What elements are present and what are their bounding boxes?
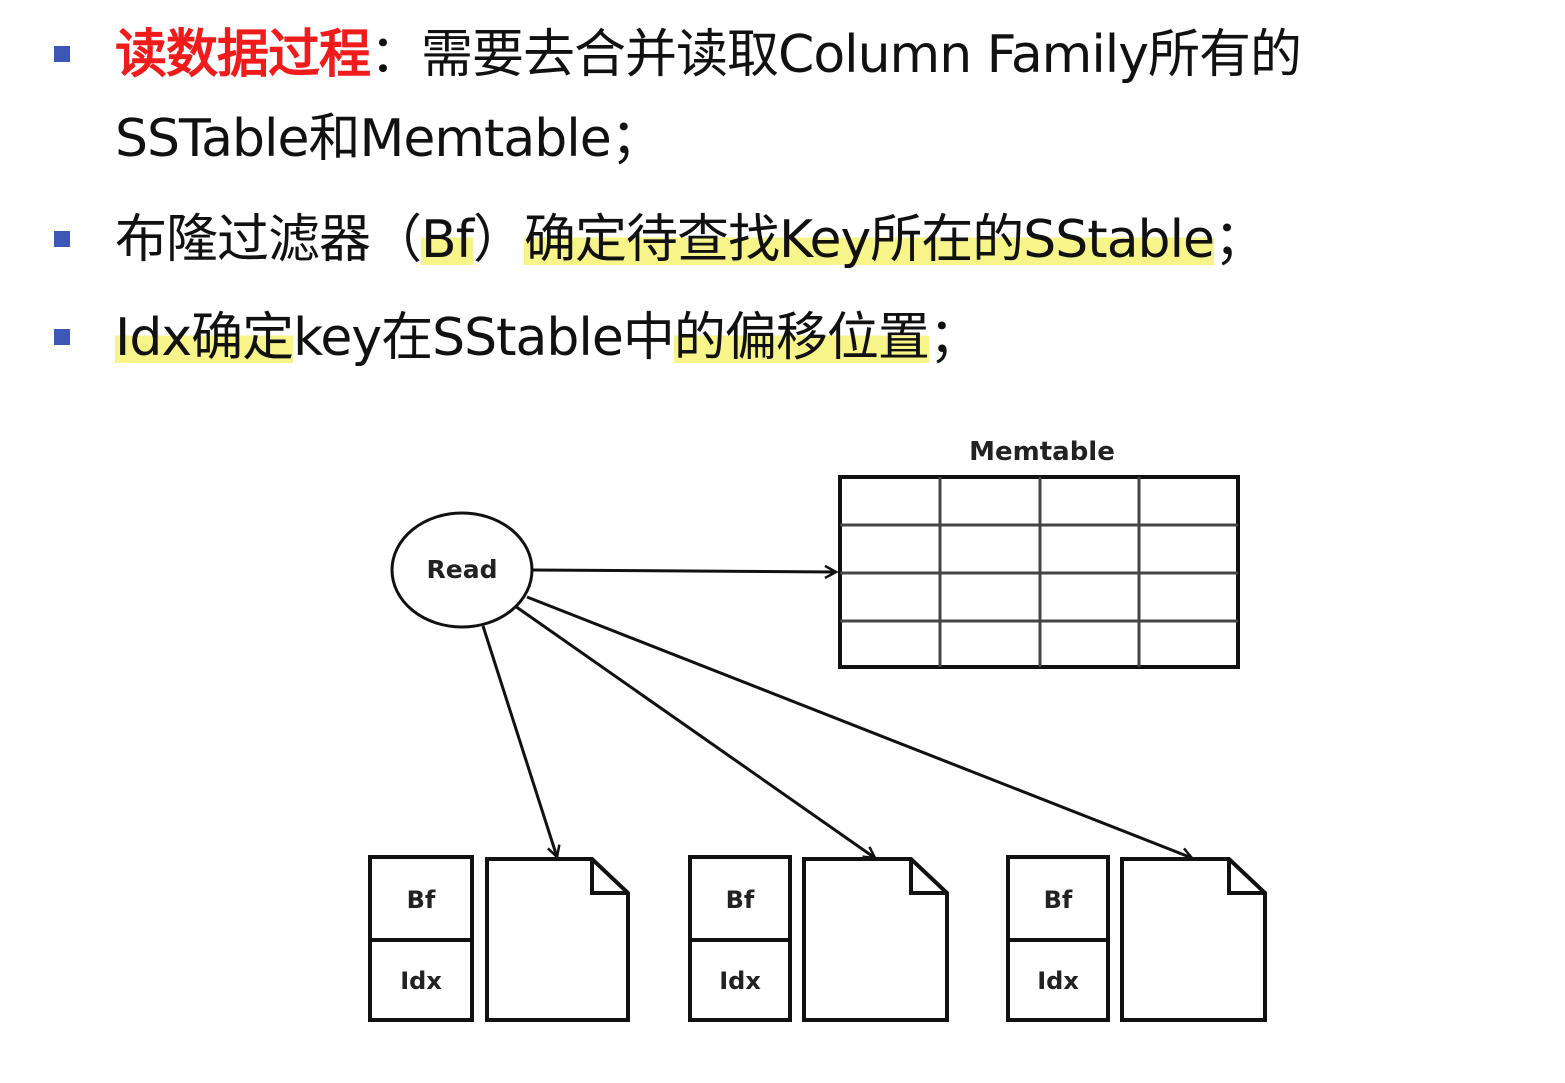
index-box [1006, 938, 1110, 1022]
bullet-3-line: Idx确定key在SStable中的偏移位置； [115, 303, 981, 373]
bullet-3-highlight-a: Idx确定 [115, 308, 294, 368]
bullet-2-highlight-b: 确定待查找Key所在的SStable [524, 210, 1215, 270]
idx-label: Idx [1037, 967, 1079, 995]
index-box [368, 938, 474, 1022]
sstable-group: Bf Idx [368, 855, 630, 1022]
memtable-label: Memtable [969, 437, 1115, 467]
index-box [688, 938, 792, 1022]
bloom-filter-box [688, 855, 792, 942]
sstable-group: Bf Idx [688, 855, 949, 1022]
sstable-group: Bf Idx [1006, 855, 1267, 1022]
bullet-marker [54, 46, 70, 62]
bf-label: Bf [407, 886, 436, 914]
read-node: Read [390, 511, 534, 629]
memtable-grid [838, 475, 1240, 669]
bullet-3-text-a: key在SStable中 [293, 308, 675, 368]
bullet-list: 读数据过程：需要去合并读取Column Family所有的 SSTable和Me… [0, 0, 1565, 390]
arrow-to-sstable-2 [514, 604, 875, 858]
bullet-3-text-b: ； [928, 308, 981, 368]
bloom-filter-box [368, 855, 474, 942]
arrow-to-sstable-1 [481, 625, 557, 857]
bf-label: Bf [1044, 886, 1073, 914]
bullet-marker [54, 231, 70, 247]
bullet-1-text-cont: SSTable和Memtable； [115, 109, 663, 169]
bullet-2-highlight-a: Bf [421, 210, 474, 270]
bullet-1-line-1: 读数据过程：需要去合并读取Column Family所有的 [115, 20, 1302, 90]
data-file-icon [485, 857, 630, 1022]
arrow-to-sstable-3 [526, 595, 1192, 858]
bullet-2-text-b: ） [473, 210, 525, 270]
bullet-1-title: 读数据过程 [115, 25, 371, 85]
bullet-2-line: 布隆过滤器（Bf）确定待查找Key所在的SStable； [115, 205, 1266, 275]
bf-label: Bf [726, 886, 755, 914]
idx-label: Idx [719, 967, 761, 995]
bullet-1-line-2: SSTable和Memtable； [115, 104, 663, 174]
bullet-2-text-c: ； [1214, 210, 1266, 270]
read-label: Read [427, 555, 498, 584]
bullet-2-text-a: 布隆过滤器（ [115, 210, 422, 270]
data-file-icon [1120, 857, 1267, 1022]
bullet-3-highlight-b: 的偏移位置 [673, 308, 930, 368]
idx-label: Idx [400, 967, 442, 995]
bullet-marker [54, 329, 70, 345]
bullet-1-text: ：需要去合并读取Column Family所有的 [370, 25, 1302, 85]
arrow-to-memtable [531, 570, 836, 572]
data-file-icon [802, 857, 949, 1022]
